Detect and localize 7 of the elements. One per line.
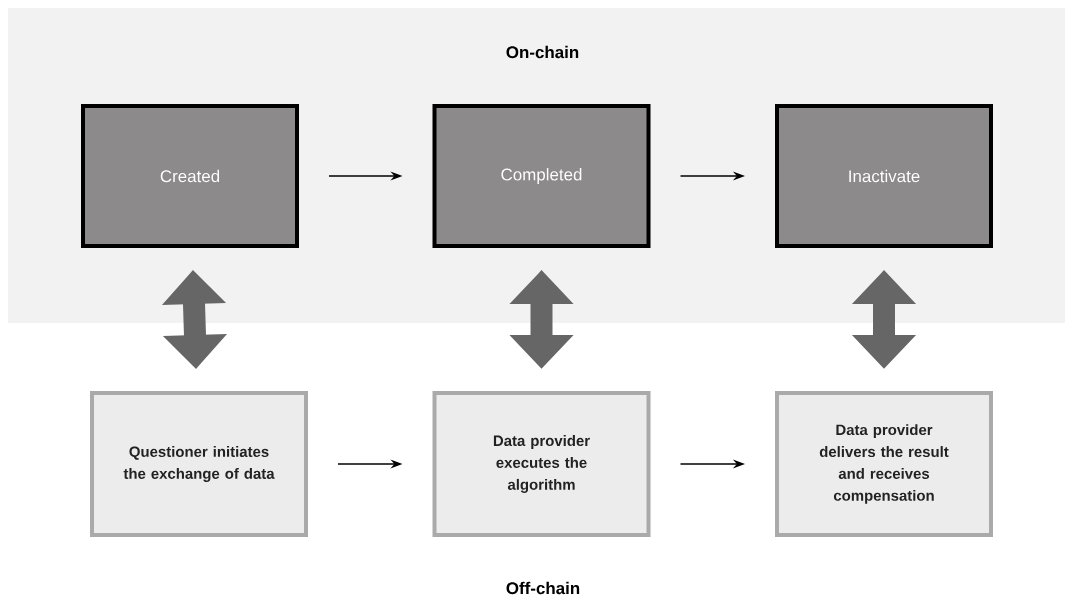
state-box: Completed: [432, 104, 651, 248]
state-box: Inactivate: [775, 104, 993, 248]
step-box: Data provider executes the algorithm: [432, 391, 651, 537]
section-label: Off-chain: [506, 581, 580, 595]
state-box: Created: [81, 104, 299, 248]
step-box: Data provider delivers the result and receives compensation: [775, 391, 993, 537]
step-box: Questioner initiates the exchange of data: [90, 391, 308, 537]
